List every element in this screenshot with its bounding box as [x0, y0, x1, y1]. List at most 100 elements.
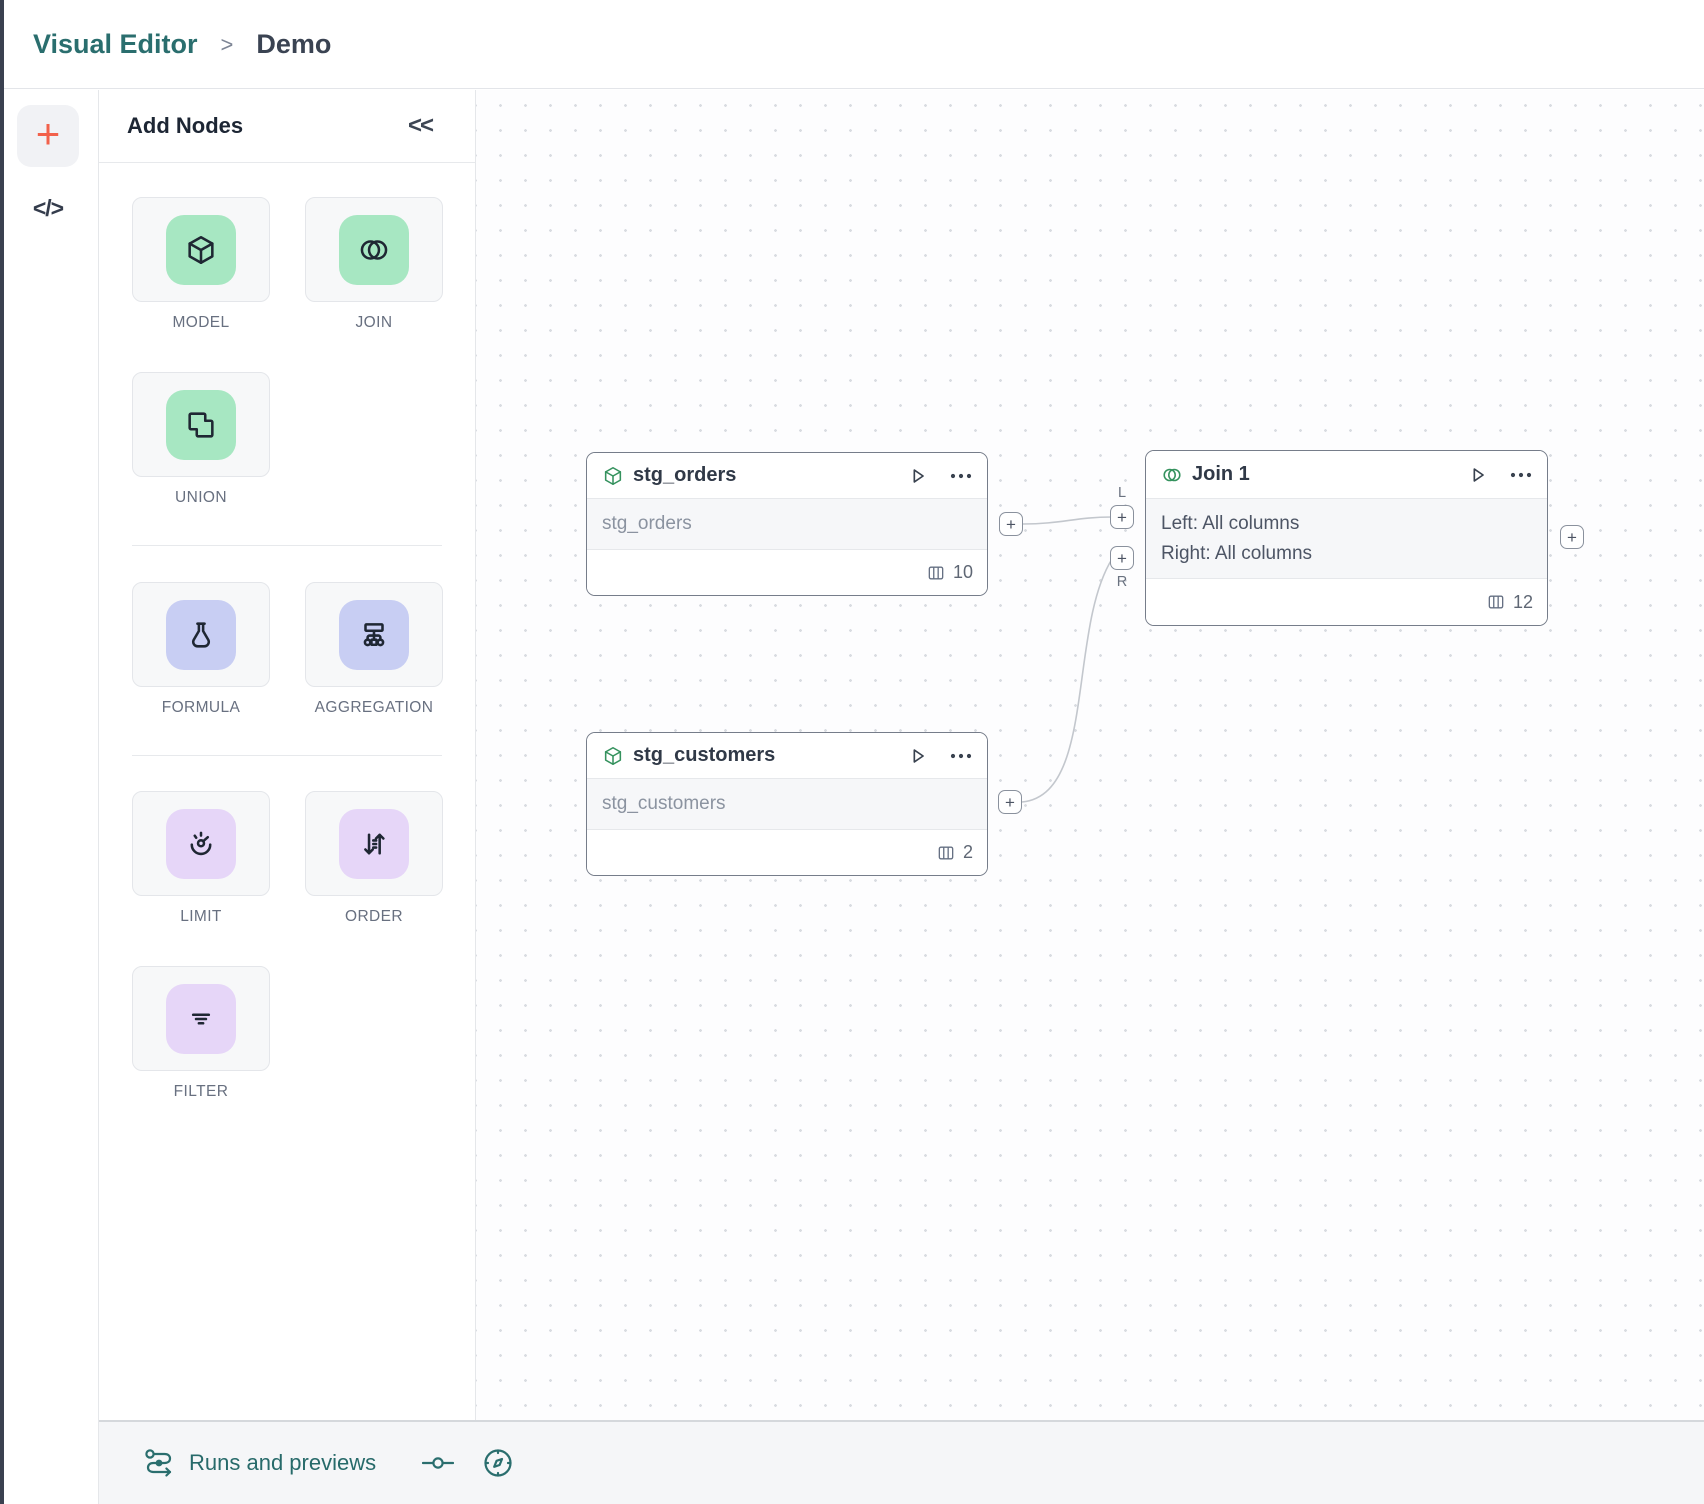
- column-count: 12: [1512, 591, 1533, 612]
- join-left-config: Left: All columns: [1161, 513, 1300, 534]
- node-title: stg_orders: [633, 464, 737, 486]
- node-menu-button[interactable]: [949, 472, 973, 480]
- more-options-icon: [950, 473, 972, 478]
- sort-arrows-icon: [339, 808, 409, 879]
- tile-label-order: ORDER: [345, 908, 403, 925]
- input-handle-join-left[interactable]: +: [1110, 505, 1134, 529]
- breadcrumb-visual-editor[interactable]: Visual Editor: [33, 28, 198, 59]
- run-node-button[interactable]: [907, 745, 929, 767]
- window-edge: [0, 0, 4, 1504]
- union-shapes-icon: [166, 389, 236, 460]
- panel-divider: [132, 755, 442, 756]
- node-tile-formula[interactable]: [132, 582, 270, 687]
- add-node-button[interactable]: +: [17, 105, 79, 167]
- more-options-icon: [950, 753, 972, 758]
- edge-orders-to-join-left: [1022, 516, 1113, 525]
- play-icon: [913, 468, 924, 483]
- input-handle-join-right[interactable]: +: [1110, 546, 1134, 570]
- node-header: stg_customers: [587, 733, 987, 779]
- node-footer: 10: [587, 550, 987, 595]
- node-tile-grid: MODEL JOIN: [99, 163, 475, 1101]
- cube-icon: [166, 214, 236, 285]
- columns-icon: [928, 566, 944, 579]
- output-handle-stg-customers[interactable]: +: [998, 790, 1022, 814]
- runs-and-previews-button[interactable]: Runs and previews: [143, 1448, 376, 1478]
- gauge-icon: [166, 808, 236, 879]
- join-circles-icon: [339, 214, 409, 285]
- plus-icon: +: [1006, 514, 1016, 534]
- node-body: Left: All columns Right: All columns: [1146, 499, 1547, 579]
- compass-icon[interactable]: [482, 1447, 514, 1479]
- columns-icon: [938, 846, 954, 859]
- plus-icon: +: [35, 110, 61, 157]
- node-stg-customers[interactable]: stg_customers stg_customers 2: [586, 732, 988, 876]
- tile-label-join: JOIN: [355, 314, 393, 331]
- bottom-bar: Runs and previews: [99, 1420, 1704, 1504]
- join-left-handle-label: L: [1117, 485, 1127, 501]
- run-node-button[interactable]: [907, 465, 929, 487]
- more-options-icon: [1510, 472, 1532, 477]
- model-cube-icon: [602, 465, 624, 487]
- node-title: Join 1: [1192, 463, 1250, 485]
- edge-customers-to-join-right: [1021, 558, 1113, 803]
- breadcrumb-demo: Demo: [256, 28, 332, 59]
- panel-title: Add Nodes: [127, 113, 244, 138]
- code-view-button[interactable]: </>: [17, 188, 79, 228]
- edge-connections: [1021, 516, 1113, 803]
- column-count: 2: [962, 842, 973, 862]
- node-footer: 2: [587, 830, 987, 875]
- node-source-label: stg_orders: [602, 513, 692, 534]
- join-right-config: Right: All columns: [1161, 543, 1313, 564]
- flask-icon: [166, 599, 236, 670]
- join-circles-icon: [1161, 464, 1183, 486]
- collapse-panel-icon[interactable]: <<: [407, 112, 434, 139]
- add-nodes-panel-header: Add Nodes <<: [99, 90, 475, 163]
- node-tile-join[interactable]: [305, 197, 443, 302]
- play-icon: [913, 748, 924, 763]
- node-tile-filter[interactable]: [132, 966, 270, 1071]
- plus-icon: +: [1567, 527, 1577, 547]
- node-title: stg_customers: [633, 744, 776, 766]
- add-nodes-panel: Add Nodes << MODEL: [99, 90, 476, 1420]
- plus-icon: +: [1005, 792, 1015, 812]
- flow-canvas[interactable]: stg_orders stg_orders 10: [476, 90, 1704, 1420]
- top-header: Visual Editor > Demo: [0, 0, 1704, 89]
- tile-label-union: UNION: [175, 489, 227, 506]
- play-icon: [1473, 467, 1484, 482]
- breadcrumb-separator-icon: >: [220, 32, 234, 57]
- node-header: stg_orders: [587, 453, 987, 499]
- panel-divider: [132, 545, 442, 546]
- run-node-button[interactable]: [1467, 464, 1489, 486]
- node-tile-order[interactable]: [305, 791, 443, 896]
- node-menu-button[interactable]: [1509, 471, 1533, 479]
- column-count: 10: [952, 562, 973, 582]
- node-header: Join 1: [1146, 451, 1547, 499]
- commit-icon[interactable]: [422, 1456, 455, 1470]
- output-handle-join[interactable]: +: [1560, 525, 1584, 549]
- tile-label-filter: FILTER: [173, 1083, 229, 1100]
- output-handle-stg-orders[interactable]: +: [999, 512, 1023, 536]
- runs-flow-icon: [145, 1449, 172, 1477]
- left-toolbar: + </>: [4, 90, 99, 1504]
- node-join-1[interactable]: Join 1 Left: All columns Right: All colu…: [1145, 450, 1548, 626]
- tile-label-formula: FORMULA: [161, 699, 241, 716]
- tile-label-limit: LIMIT: [180, 908, 222, 925]
- filter-lines-icon: [166, 983, 236, 1054]
- node-tile-union[interactable]: [132, 372, 270, 477]
- columns-icon: [1488, 595, 1504, 609]
- hierarchy-icon: [339, 599, 409, 670]
- node-footer: 12: [1146, 579, 1547, 625]
- node-tile-limit[interactable]: [132, 791, 270, 896]
- node-menu-button[interactable]: [949, 752, 973, 760]
- node-body: stg_orders: [587, 499, 987, 550]
- tile-label-model: MODEL: [172, 314, 230, 331]
- node-stg-orders[interactable]: stg_orders stg_orders 10: [586, 452, 988, 596]
- join-right-handle-label: R: [1116, 574, 1128, 590]
- node-tile-model[interactable]: [132, 197, 270, 302]
- node-source-label: stg_customers: [602, 793, 726, 814]
- tile-label-aggregation: AGGREGATION: [314, 699, 434, 716]
- plus-icon: +: [1117, 507, 1127, 527]
- plus-icon: +: [1117, 548, 1127, 568]
- node-tile-aggregation[interactable]: [305, 582, 443, 687]
